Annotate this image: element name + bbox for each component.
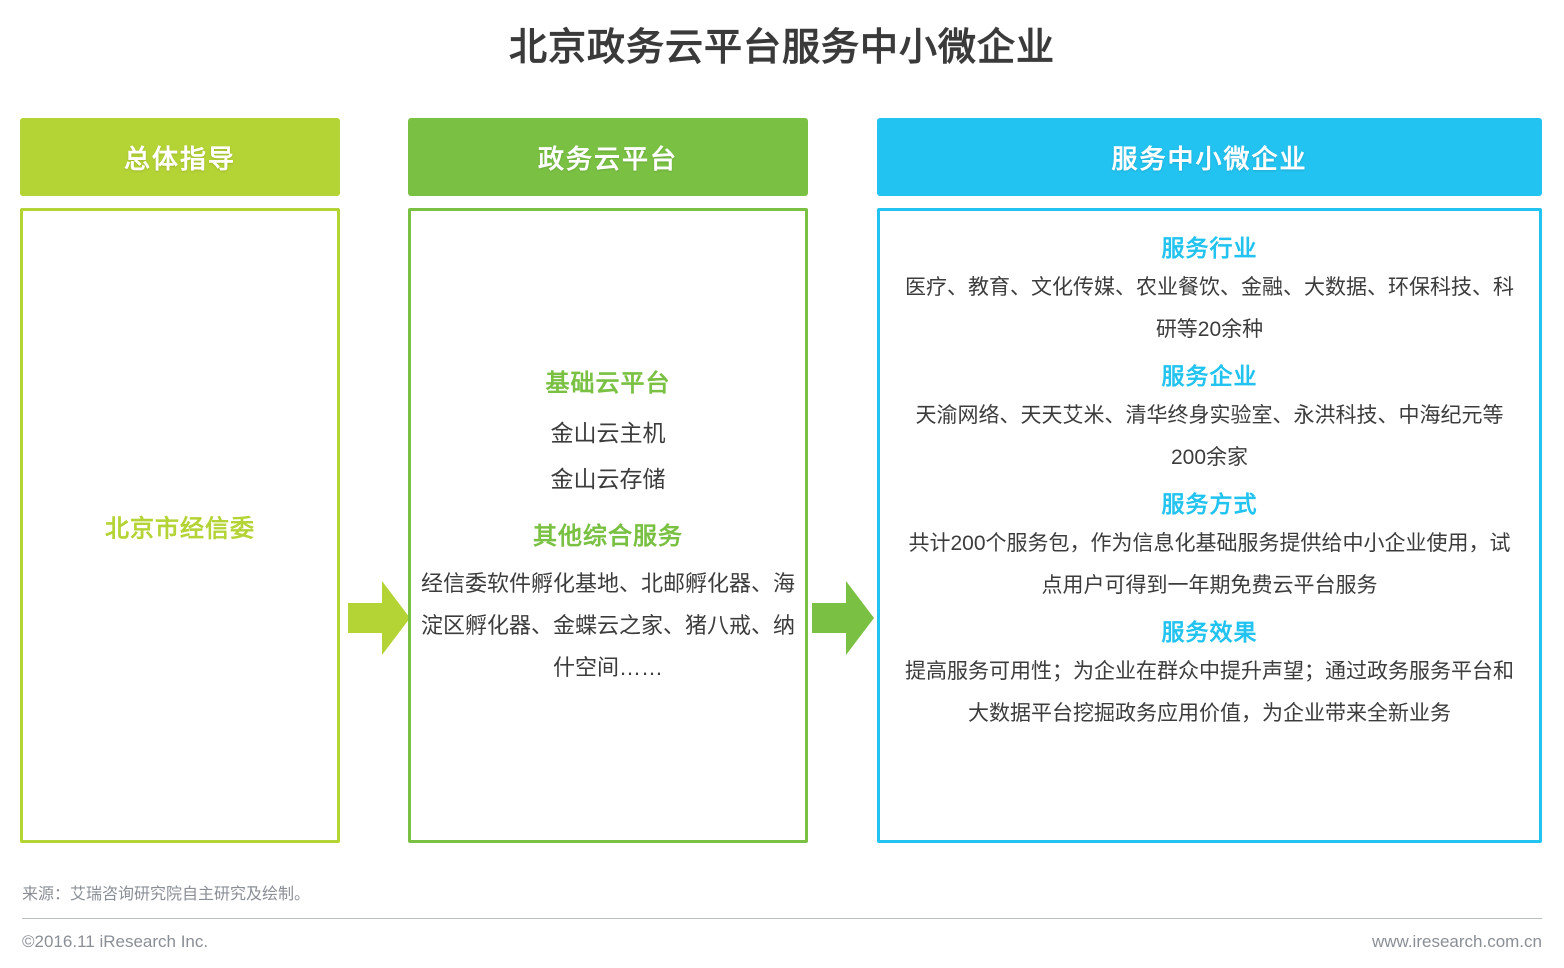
section-body: 天渝网络、天天艾米、清华终身实验室、永洪科技、中海纪元等200余家 bbox=[915, 404, 1504, 469]
footer-divider bbox=[22, 918, 1542, 919]
column-1-header: 总体指导 bbox=[20, 118, 340, 196]
sub-head-basic-cloud: 基础云平台 bbox=[545, 369, 671, 397]
section-service-enterprises: 服务企业 天渝网络、天天艾米、清华终身实验室、永洪科技、中海纪元等200余家 bbox=[900, 357, 1519, 479]
item-kingsoft-storage: 金山云存储 bbox=[550, 465, 666, 492]
page-title: 北京政务云平台服务中小微企业 bbox=[508, 27, 1055, 69]
section-heading: 服务行业 bbox=[1161, 235, 1258, 261]
column-3-header: 服务中小微企业 bbox=[877, 118, 1542, 196]
column-3-body: 服务行业 医疗、教育、文化传媒、农业餐饮、金融、大数据、环保科技、科研等20余种… bbox=[877, 208, 1542, 843]
copyright-text: ©2016.11 iResearch Inc. bbox=[22, 932, 209, 951]
section-body: 共计200个服务包，作为信息化基础服务提供给中小企业使用，试点用户可得到一年期免… bbox=[908, 532, 1511, 597]
column-gov-cloud-platform: 政务云平台 基础云平台 金山云主机 金山云存储 其他综合服务 经信委软件孵化基地… bbox=[408, 118, 808, 843]
section-heading: 服务效果 bbox=[1161, 619, 1258, 645]
column-overall-guidance: 总体指导 北京市经信委 bbox=[20, 118, 340, 843]
arrow-right-icon-2 bbox=[812, 581, 874, 660]
section-heading: 服务方式 bbox=[1161, 491, 1258, 517]
sub-head-other-services: 其他综合服务 bbox=[533, 522, 683, 550]
column-serving-smes: 服务中小微企业 服务行业 医疗、教育、文化传媒、农业餐饮、金融、大数据、环保科技… bbox=[877, 118, 1542, 843]
section-body: 提高服务可用性；为企业在群众中提升声望；通过政务服务平台和大数据平台挖掘政务应用… bbox=[905, 660, 1514, 725]
section-service-industries: 服务行业 医疗、教育、文化传媒、农业餐饮、金融、大数据、环保科技、科研等20余种 bbox=[900, 229, 1519, 351]
beijing-commission-label: 北京市经信委 bbox=[105, 515, 255, 542]
item-kingsoft-host: 金山云主机 bbox=[550, 419, 666, 446]
column-2-body: 基础云平台 金山云主机 金山云存储 其他综合服务 经信委软件孵化基地、北邮孵化器… bbox=[408, 208, 808, 843]
source-note: 来源：艾瑞咨询研究院自主研究及绘制。 bbox=[22, 886, 311, 903]
column-2-content: 基础云平台 金山云主机 金山云存储 其他综合服务 经信委软件孵化基地、北邮孵化器… bbox=[411, 363, 805, 689]
column-1-body: 北京市经信委 bbox=[20, 208, 340, 843]
other-services-paragraph: 经信委软件孵化基地、北邮孵化器、海淀区孵化器、金蝶云之家、猪八戒、纳什空间…… bbox=[421, 570, 796, 680]
section-service-method: 服务方式 共计200个服务包，作为信息化基础服务提供给中小企业使用，试点用户可得… bbox=[900, 485, 1519, 607]
section-service-effect: 服务效果 提高服务可用性；为企业在群众中提升声望；通过政务服务平台和大数据平台挖… bbox=[900, 613, 1519, 735]
diagram-container: 总体指导 北京市经信委 政务云平台 基础云平台 金山云主机 金山云存储 其他综合… bbox=[0, 118, 1564, 858]
spacer bbox=[419, 502, 797, 516]
section-body: 医疗、教育、文化传媒、农业餐饮、金融、大数据、环保科技、科研等20余种 bbox=[905, 276, 1514, 341]
website-text: www.iresearch.com.cn bbox=[1371, 932, 1542, 951]
arrow-right-icon-1 bbox=[348, 581, 410, 660]
section-heading: 服务企业 bbox=[1161, 363, 1258, 389]
column-2-header: 政务云平台 bbox=[408, 118, 808, 196]
